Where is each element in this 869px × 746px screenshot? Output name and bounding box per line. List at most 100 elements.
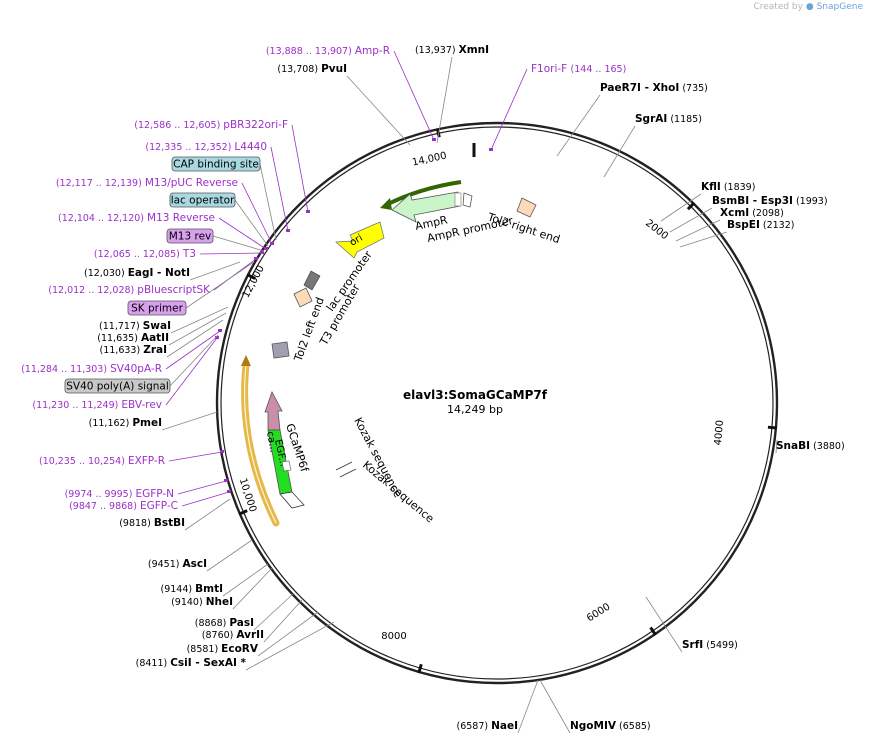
primer-label: (9974 .. 9995) EGFP-N bbox=[65, 488, 174, 500]
enzyme-label: BsmBI - Esp3I (1993) bbox=[712, 195, 828, 207]
primer-site[interactable]: (12,104 .. 12,120) M13 Reverse bbox=[58, 212, 268, 250]
tick-label: 4000 bbox=[713, 420, 726, 446]
enzyme-site[interactable]: (9451) AscI bbox=[148, 539, 253, 572]
primer-name: M13 Reverse bbox=[147, 212, 215, 224]
ori-arrow bbox=[335, 221, 385, 259]
enzyme-coord: (1993) bbox=[793, 196, 828, 207]
enzyme-site[interactable]: (9818) BstBI bbox=[119, 498, 231, 531]
enzyme-label: PaeR7I - XhoI (735) bbox=[600, 82, 708, 94]
primer-name: EXFP-R bbox=[128, 455, 165, 467]
primer-site[interactable]: F1ori-F (144 .. 165) bbox=[489, 63, 626, 151]
enzyme-site[interactable]: BsmBI - Esp3I (1993) bbox=[669, 195, 828, 233]
enzyme-site[interactable]: (8581) EcoRV bbox=[187, 611, 319, 657]
boxed-label[interactable]: SK primer bbox=[127, 261, 255, 316]
enzyme-site[interactable]: (9140) NheI bbox=[171, 567, 273, 610]
primer-site[interactable]: (11,230 .. 11,249) EBV-rev bbox=[32, 336, 219, 411]
enzyme-site[interactable]: XcmI (2098) bbox=[675, 207, 784, 242]
primer-site[interactable]: (11,284 .. 11,303) SV40pA-R bbox=[21, 329, 222, 375]
tick-label: 10,000 bbox=[237, 477, 258, 514]
enzyme-site[interactable]: (11,162) PmeI bbox=[89, 411, 218, 431]
boxed-label-leader bbox=[259, 163, 277, 241]
primer-mark bbox=[489, 148, 493, 151]
enzyme-site[interactable]: (8868) PasI bbox=[195, 592, 295, 631]
boxed-label[interactable]: CAP binding site bbox=[171, 156, 277, 241]
primer-mark bbox=[260, 251, 264, 254]
enzyme-site[interactable]: (11,633) ZraI bbox=[100, 319, 224, 358]
enzyme-coord: (6587) bbox=[456, 721, 491, 732]
snapgene-brand: Created by ● SnapGene bbox=[753, 2, 863, 12]
enzyme-site[interactable]: (13,708) PvuI bbox=[277, 63, 411, 146]
enzyme-coord: (735) bbox=[679, 83, 708, 94]
backbone-inner-circle bbox=[220, 126, 774, 680]
gcamp-end-box bbox=[279, 491, 305, 509]
primer-mark bbox=[286, 229, 290, 232]
primer-site[interactable]: (9974 .. 9995) EGFP-N bbox=[65, 479, 228, 500]
enzyme-site[interactable]: BspEI (2132) bbox=[679, 219, 794, 248]
enzyme-site[interactable]: (8411) CsiI - SexAI * bbox=[136, 621, 335, 671]
primer-coord: (144 .. 165) bbox=[571, 64, 627, 75]
boxed-label[interactable]: lac operator bbox=[169, 192, 269, 247]
primer-site[interactable]: (12,586 .. 12,605) pBR322ori-F bbox=[134, 119, 310, 213]
enzyme-site[interactable]: KflI (1839) bbox=[660, 181, 756, 222]
primer-label: (12,065 .. 12,085) T3 bbox=[94, 248, 196, 260]
enzyme-name: PaeR7I bbox=[600, 82, 641, 94]
enzyme-site[interactable]: (13,937) XmnI bbox=[415, 44, 489, 144]
tick-mark bbox=[649, 626, 657, 636]
enzyme-coord: (1839) bbox=[721, 182, 756, 193]
enzyme-site[interactable]: (11,717) SwaI bbox=[99, 306, 229, 334]
primer-coord: (11,284 .. 11,303) bbox=[21, 364, 110, 375]
primer-site[interactable]: (12,065 .. 12,085) T3 bbox=[94, 248, 264, 260]
enzyme-label: (9451) AscI bbox=[148, 558, 207, 570]
primer-leader-line bbox=[393, 50, 435, 141]
enzyme-leader-line bbox=[603, 125, 636, 178]
primer-name: EBV-rev bbox=[121, 399, 162, 411]
primer-mark bbox=[254, 257, 258, 260]
enzyme-site[interactable]: PaeR7I - XhoI (735) bbox=[556, 82, 708, 157]
yellow-long-arrow-head bbox=[241, 355, 251, 366]
enzyme-leader-line bbox=[222, 563, 269, 597]
plasmid-length: 14,249 bp bbox=[447, 403, 503, 416]
enzyme-site[interactable]: SnaBI (3880) bbox=[775, 439, 845, 454]
primer-label: (11,230 .. 11,249) EBV-rev bbox=[32, 399, 162, 411]
enzyme-site[interactable]: (11,635) AatII bbox=[97, 312, 227, 346]
primer-site[interactable]: (10,235 .. 10,254) EXFP-R bbox=[39, 450, 224, 467]
enzyme-label: BspEI (2132) bbox=[727, 219, 794, 231]
enzyme-name: SrfI bbox=[682, 639, 703, 651]
primer-mark bbox=[218, 329, 222, 332]
primer-mark bbox=[227, 490, 231, 493]
primer-site[interactable]: (13,888 .. 13,907) Amp-R bbox=[266, 45, 436, 141]
tol2-left-end-box bbox=[293, 287, 313, 308]
ampr-promoter-arrow bbox=[462, 192, 473, 208]
enzyme-site[interactable]: NgoMIV (6585) bbox=[539, 679, 651, 734]
enzyme-site[interactable]: SgrAI (1185) bbox=[603, 113, 702, 178]
lac-promoter-block bbox=[303, 270, 321, 291]
enzyme-leader-line bbox=[539, 679, 571, 734]
enzyme-name: KflI bbox=[701, 181, 721, 193]
enzyme-site[interactable]: (9144) BmtI bbox=[161, 563, 269, 597]
primer-name: M13/pUC Reverse bbox=[145, 177, 238, 189]
primer-label: (12,335 .. 12,352) L4440 bbox=[145, 141, 267, 153]
primer-coord: (12,335 .. 12,352) bbox=[145, 142, 234, 153]
primer-coord: (9974 .. 9995) bbox=[65, 489, 136, 500]
brand-name: SnapGene bbox=[816, 2, 863, 12]
enzyme-site[interactable]: SrfI (5499) bbox=[645, 596, 738, 653]
enzyme-site[interactable]: (8760) AvrII bbox=[202, 599, 303, 643]
enzyme-site[interactable]: (12,030) EagI - NotI bbox=[84, 261, 241, 281]
feature-arrows bbox=[241, 180, 537, 527]
primer-leader-line bbox=[218, 217, 267, 250]
boxed-label[interactable]: SV40 poly(A) signal bbox=[64, 334, 219, 394]
primer-site[interactable]: (12,335 .. 12,352) L4440 bbox=[145, 141, 290, 232]
boxed-label[interactable]: M13 rev bbox=[166, 228, 265, 252]
snapgene-logo-icon: ● bbox=[805, 2, 814, 12]
primer-site[interactable]: (9847 .. 9868) EGFP-C bbox=[69, 490, 231, 512]
primer-mark bbox=[306, 210, 310, 213]
boxed-label-bg bbox=[169, 192, 236, 208]
primer-site[interactable]: (12,117 .. 12,139) M13/pUC Reverse bbox=[56, 177, 274, 245]
enzyme-leader-line bbox=[679, 231, 728, 248]
enzyme-leader-line bbox=[245, 621, 335, 671]
boxed-label-leader bbox=[185, 261, 255, 309]
enzyme-site[interactable]: (6587) NaeI bbox=[456, 679, 539, 734]
